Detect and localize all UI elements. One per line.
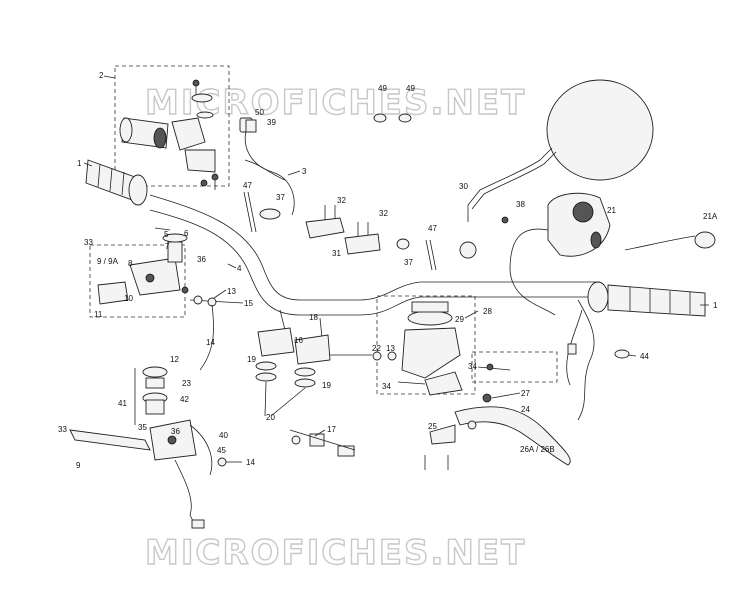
callout-38: 38 <box>516 200 525 209</box>
callout-26: 26A / 26B <box>520 445 555 454</box>
callout-19-b: 19 <box>322 381 331 390</box>
throttle-cables <box>239 117 295 216</box>
callout-45: 45 <box>217 446 226 455</box>
right-grip <box>587 281 706 317</box>
callout-3: 3 <box>302 167 307 176</box>
callout-6: 6 <box>184 229 189 238</box>
callout-9: 9 <box>76 461 81 470</box>
left-grip <box>85 159 148 206</box>
right-switch-unit <box>509 192 611 316</box>
callout-8: 8 <box>128 259 133 268</box>
callout-14-a: 14 <box>206 338 215 347</box>
callout-19-a: 19 <box>247 355 256 364</box>
mirror <box>459 79 654 259</box>
leader-lines <box>83 75 709 437</box>
callout-9-9a: 9 / 9A <box>97 257 119 266</box>
callout-40: 40 <box>219 431 228 440</box>
callout-29: 29 <box>455 315 464 324</box>
callout-47-a: 47 <box>243 181 252 190</box>
callout-25: 25 <box>428 422 437 431</box>
callout-2: 2 <box>99 71 104 80</box>
callout-7: 7 <box>165 242 170 251</box>
callout-44: 44 <box>640 352 649 361</box>
parts-50-39 <box>245 119 257 133</box>
callout-34-a: 34 <box>382 382 391 391</box>
right-harness <box>566 299 595 421</box>
banjo-bolt-45 <box>217 457 242 467</box>
callout-32-a: 32 <box>337 196 346 205</box>
handlebar-tube <box>149 194 600 316</box>
part-21a <box>624 231 716 251</box>
callout-13-b: 13 <box>386 344 395 353</box>
hoses-left <box>189 295 226 371</box>
handlebar-clamps-upper <box>305 205 381 255</box>
callout-10: 10 <box>124 294 133 303</box>
callout-14-b: 14 <box>246 458 255 467</box>
callout-1-left: 1 <box>77 159 82 168</box>
callout-4: 4 <box>237 264 242 273</box>
group-box-switch-small <box>471 351 558 383</box>
callout-36-a: 36 <box>197 255 206 264</box>
callout-18: 18 <box>309 313 318 322</box>
callout-37-a: 37 <box>276 193 285 202</box>
group-box-clutch-pump <box>89 244 186 318</box>
callout-24: 24 <box>521 405 530 414</box>
callout-12: 12 <box>170 355 179 364</box>
callout-labels: 1 1 2 3 4 5 6 7 8 9 / 9A 9 10 11 12 13 1… <box>58 71 718 470</box>
front-brake-right-assembly <box>330 301 511 396</box>
callout-34-b: 34 <box>468 362 477 371</box>
callout-49-a: 49 <box>378 84 387 93</box>
callout-39: 39 <box>267 118 276 127</box>
callout-5: 5 <box>164 230 169 239</box>
callout-37-b: 37 <box>404 258 413 267</box>
callout-17: 17 <box>327 425 336 434</box>
callout-21: 21 <box>607 206 616 215</box>
callout-30: 30 <box>459 182 468 191</box>
watermark-bottom: MICROFICHES.NET <box>145 533 526 573</box>
callout-21a: 21A <box>703 212 718 221</box>
callout-49-b: 49 <box>406 84 415 93</box>
callout-23: 23 <box>182 379 191 388</box>
callout-41: 41 <box>118 399 127 408</box>
handlebar-clamps-lower <box>255 309 331 388</box>
part-17-fittings <box>289 429 356 457</box>
callout-42: 42 <box>180 395 189 404</box>
callout-28: 28 <box>483 307 492 316</box>
callout-31: 31 <box>332 249 341 258</box>
callout-15: 15 <box>244 299 253 308</box>
clutch-master-assembly <box>97 227 189 305</box>
throttle-assembly <box>119 79 219 190</box>
callout-33-b: 33 <box>58 425 67 434</box>
callout-20: 20 <box>266 413 275 422</box>
callout-47-b: 47 <box>428 224 437 233</box>
callout-36-b: 36 <box>171 427 180 436</box>
callout-16: 16 <box>294 336 303 345</box>
group-box-throttle <box>114 65 230 187</box>
callout-1-right: 1 <box>713 301 718 310</box>
callout-13-a: 13 <box>227 287 236 296</box>
callout-32-b: 32 <box>379 209 388 218</box>
callout-22: 22 <box>372 344 381 353</box>
callout-27: 27 <box>521 389 530 398</box>
front-brake-lever-right <box>424 393 571 470</box>
cable-clips <box>243 113 630 359</box>
callout-35: 35 <box>138 423 147 432</box>
callout-33-a: 33 <box>84 238 93 247</box>
front-brake-left-assembly <box>69 366 213 529</box>
callout-11: 11 <box>94 310 103 319</box>
callout-50: 50 <box>255 108 264 117</box>
group-box-switch <box>376 295 476 395</box>
